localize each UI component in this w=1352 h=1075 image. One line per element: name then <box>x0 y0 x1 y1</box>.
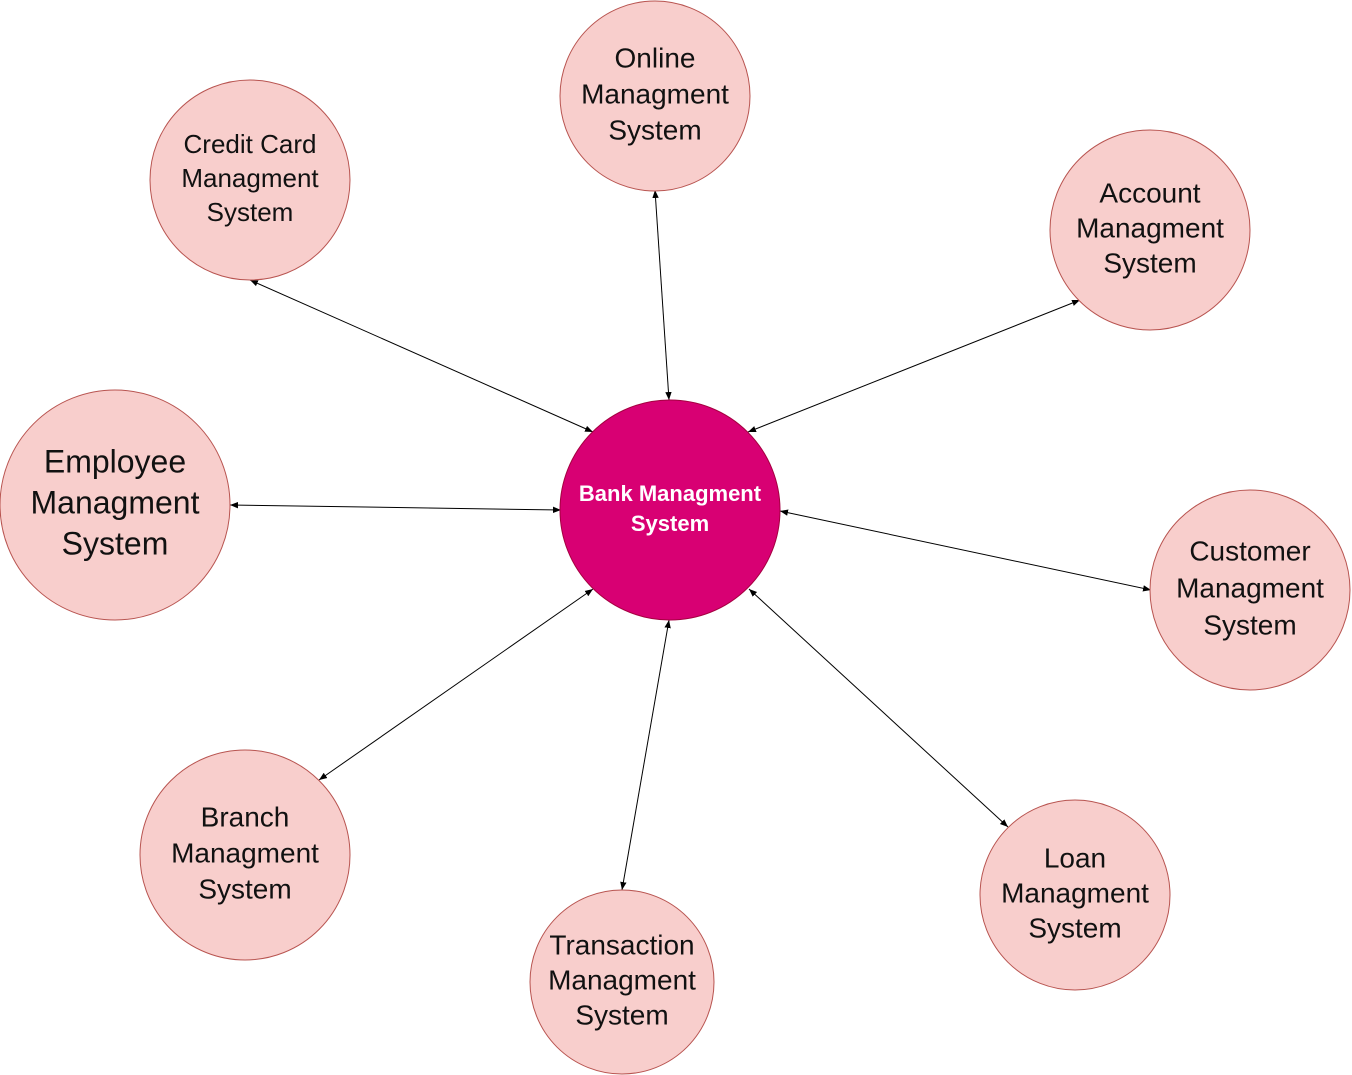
edges <box>229 189 1152 891</box>
edge-online <box>652 189 672 401</box>
node-label-employee-line-3: System <box>62 525 169 561</box>
edge-employee <box>229 501 562 514</box>
edge-account <box>747 299 1081 433</box>
edge-credit-card <box>249 279 594 433</box>
node-label-transaction-line-2: Managment <box>548 964 696 995</box>
node-circle-employee <box>0 389 231 621</box>
node-label-credit-card-line-2: Managment <box>181 163 319 193</box>
node-label-credit-card-line-3: System <box>207 197 294 227</box>
edge-branch <box>318 588 594 781</box>
node-label-branch-line-3: System <box>198 873 291 904</box>
node-label-loan-line-1: Loan <box>1044 842 1106 873</box>
node-circle-center <box>559 399 781 621</box>
node-circle-online <box>559 0 751 192</box>
edge-transaction <box>620 619 671 891</box>
node-label-customer-line-1: Customer <box>1189 535 1310 566</box>
node-label-customer-line-3: System <box>1203 609 1296 640</box>
node-circle-branch <box>139 749 351 961</box>
edge-customer <box>779 509 1152 592</box>
node-label-center-line-1: Bank Managment <box>579 481 762 506</box>
node-label-employee-line-1: Employee <box>44 443 186 479</box>
node-label-loan-line-2: Managment <box>1001 877 1149 908</box>
node-circle-loan <box>979 799 1171 991</box>
edge-loan <box>748 588 1009 828</box>
node-label-account-line-2: Managment <box>1076 212 1224 243</box>
node-circle-credit-card <box>149 79 351 281</box>
node-label-transaction-line-3: System <box>575 999 668 1030</box>
node-label-transaction-line-1: Transaction <box>549 929 694 960</box>
node-label-online-line-3: System <box>608 114 701 145</box>
node-label-loan-line-3: System <box>1028 912 1121 943</box>
node-circle-transaction <box>529 889 715 1075</box>
node-label-branch-line-1: Branch <box>201 801 290 832</box>
node-label-credit-card-line-1: Credit Card <box>184 129 317 159</box>
node-label-account-line-3: System <box>1103 247 1196 278</box>
node-label-online-line-1: Online <box>615 42 696 73</box>
node-label-account-line-1: Account <box>1099 177 1200 208</box>
node-label-branch-line-2: Managment <box>171 837 319 868</box>
node-label-customer-line-2: Managment <box>1176 572 1324 603</box>
node-circle-customer <box>1149 489 1351 691</box>
node-label-employee-line-2: Managment <box>31 484 200 520</box>
node-label-center-line-2: System <box>631 511 709 536</box>
node-label-online-line-2: Managment <box>581 78 729 109</box>
node-circle-account <box>1049 129 1251 331</box>
